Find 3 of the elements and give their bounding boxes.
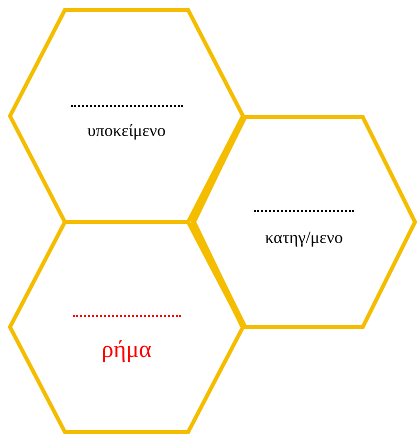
- hexagon-label: υποκείμενο: [87, 120, 166, 142]
- hexagon-label: κατηγ/μενο: [265, 227, 343, 249]
- hexagon-label: ρήμα: [102, 336, 152, 365]
